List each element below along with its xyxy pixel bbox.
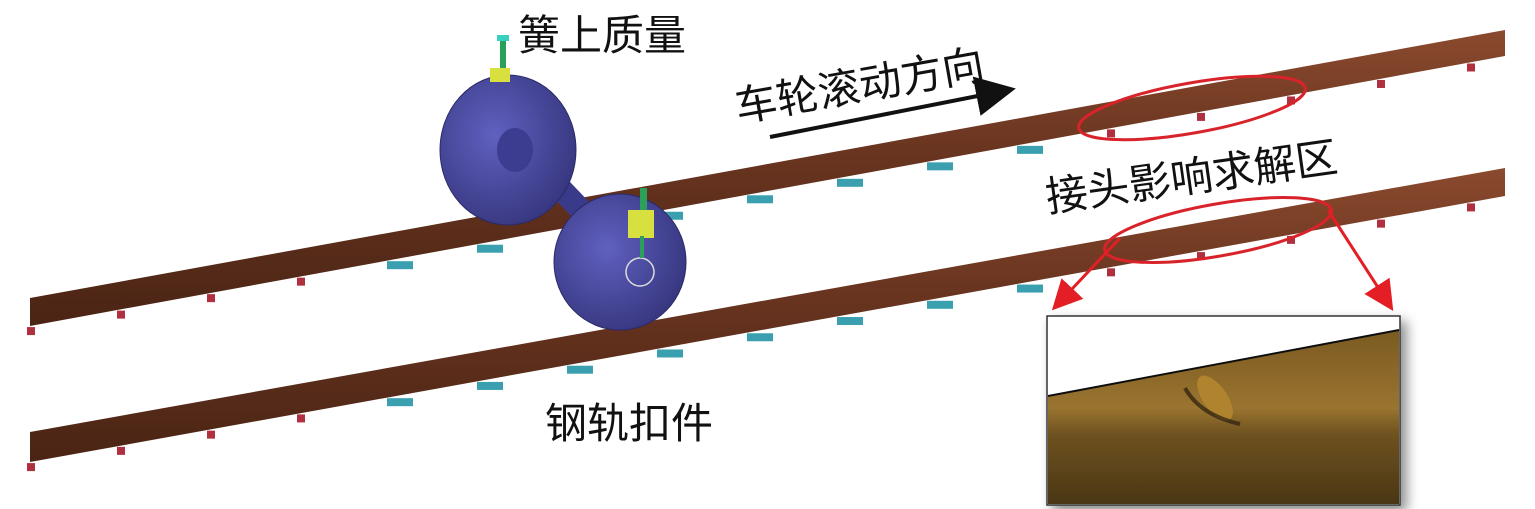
wheelset bbox=[439, 35, 687, 331]
joint-zone-ellipse-lower bbox=[1103, 196, 1333, 264]
lower-rail bbox=[30, 168, 1505, 462]
fastener bbox=[1197, 112, 1205, 121]
fastener bbox=[747, 195, 773, 204]
fastener bbox=[1107, 129, 1115, 138]
zoom-arrow-right bbox=[1326, 209, 1394, 312]
fastener bbox=[117, 310, 125, 319]
upper-rail bbox=[30, 30, 1505, 326]
fastener bbox=[117, 446, 125, 455]
fastener bbox=[27, 463, 35, 472]
joint-detail-inset bbox=[1046, 315, 1401, 506]
fastener bbox=[1287, 235, 1295, 244]
fastener bbox=[837, 178, 863, 187]
wheel-far-hub bbox=[497, 128, 533, 172]
fastener bbox=[1467, 63, 1475, 72]
fastener bbox=[567, 365, 593, 374]
sprung-mass-spring-far bbox=[490, 35, 510, 82]
fastener bbox=[1377, 219, 1385, 228]
fastener bbox=[1017, 145, 1043, 154]
fastener bbox=[1287, 96, 1295, 105]
fastener bbox=[27, 327, 35, 336]
fastener bbox=[1107, 268, 1115, 277]
fastener bbox=[927, 300, 953, 309]
fastener bbox=[1017, 284, 1043, 293]
fastener bbox=[657, 211, 683, 220]
fastener bbox=[477, 244, 503, 253]
fastener bbox=[387, 398, 413, 407]
rolling-direction-arrow bbox=[769, 76, 1016, 139]
fastener bbox=[297, 277, 305, 286]
fastener bbox=[387, 261, 413, 270]
fastener bbox=[477, 381, 503, 390]
fastener bbox=[1377, 79, 1385, 88]
zoom-arrow-left bbox=[1051, 236, 1122, 311]
sprung-mass-label: 簧上质量 bbox=[518, 11, 686, 60]
sprung-mass-spring-near bbox=[628, 188, 654, 258]
fastener bbox=[927, 162, 953, 171]
fastener bbox=[297, 414, 305, 423]
fastener bbox=[657, 349, 683, 358]
fastener bbox=[1197, 252, 1205, 261]
fastener bbox=[837, 317, 863, 326]
joint-zone-ellipse-upper bbox=[1077, 74, 1307, 142]
fastener bbox=[747, 333, 773, 342]
wheel-near bbox=[553, 193, 687, 331]
fastener bbox=[1467, 203, 1475, 212]
fastener bbox=[207, 294, 215, 303]
rail-fastener-label: 钢轨扣件 bbox=[545, 399, 713, 448]
rail-joint-bump bbox=[1197, 375, 1233, 421]
fastener bbox=[207, 430, 215, 439]
